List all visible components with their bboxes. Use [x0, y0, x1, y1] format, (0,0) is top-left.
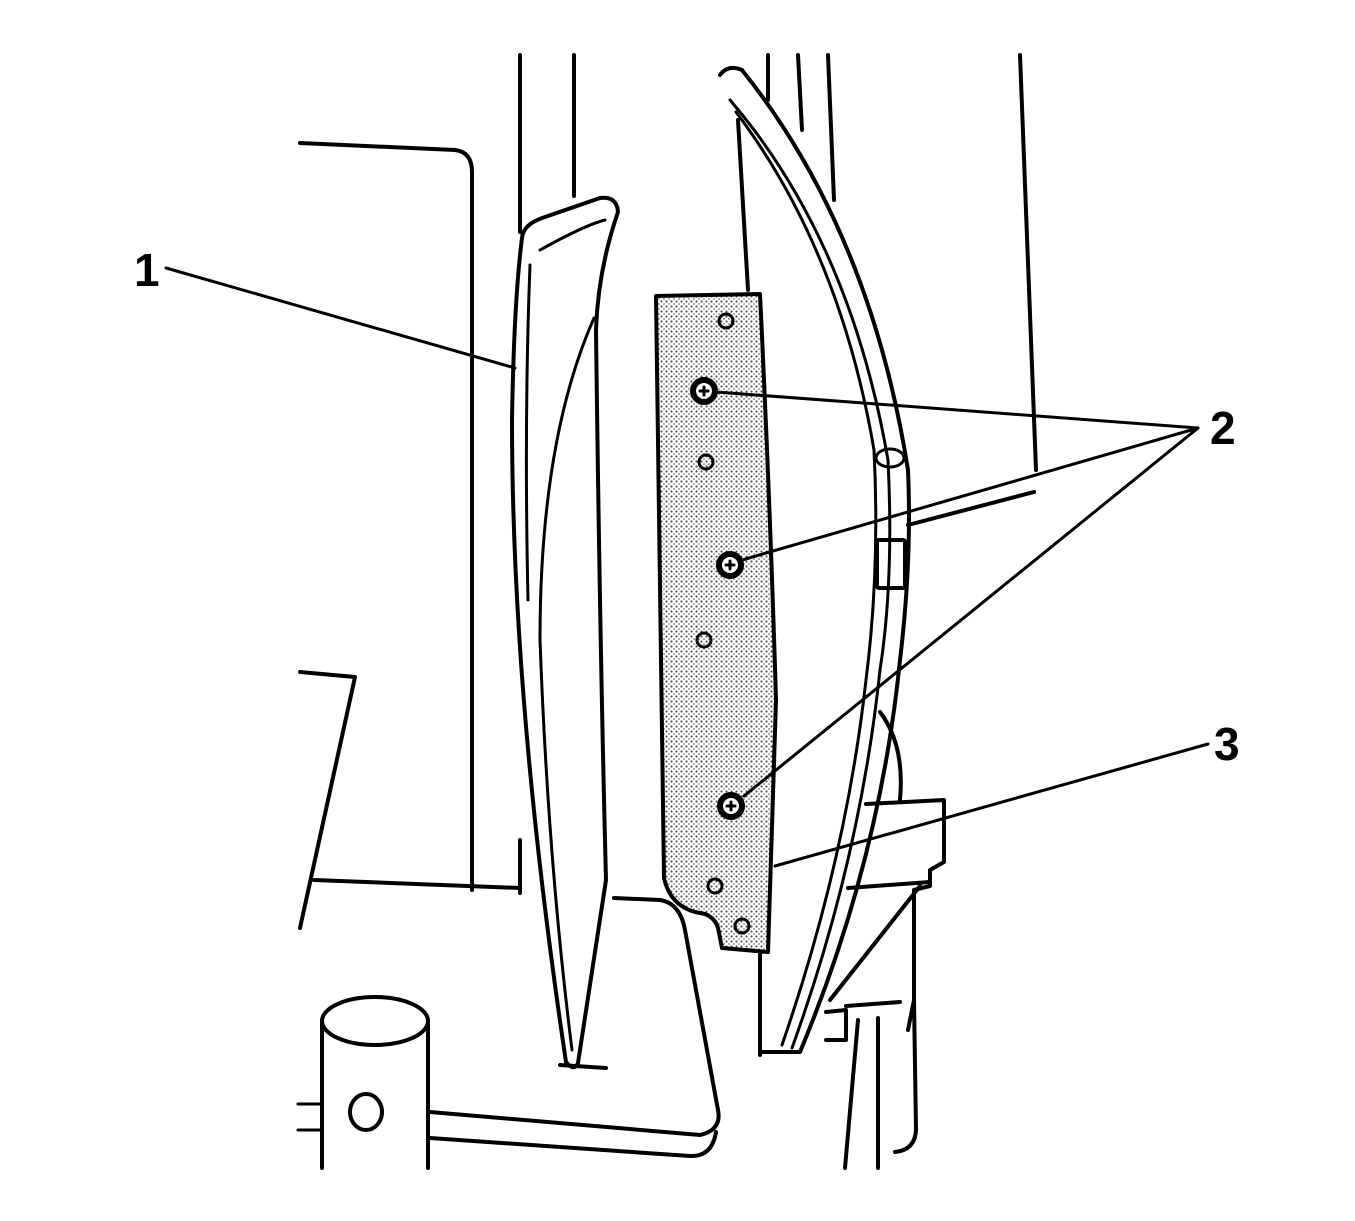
leader-line-2c	[742, 426, 1200, 798]
leader-line-2b	[740, 426, 1200, 562]
mounting-hole-icon	[697, 453, 715, 471]
callout-1: 1	[134, 244, 160, 296]
leader-line-2a	[714, 390, 1200, 430]
screw-icon	[716, 551, 744, 579]
leader-line-3	[773, 742, 1210, 868]
door-panel-upper	[298, 141, 522, 930]
screws-part-2	[690, 377, 745, 820]
lower-bracket	[428, 896, 721, 1159]
mounting-hole-icon	[706, 877, 724, 895]
mounting-hole-icon	[733, 917, 751, 935]
bracket-plate-part-3	[654, 292, 778, 954]
mounting-hole-icon	[695, 631, 713, 649]
door-frame-right	[718, 53, 1038, 1057]
lower-mechanism	[824, 710, 946, 1170]
leader-line-1	[164, 266, 517, 370]
screw-icon	[690, 377, 718, 405]
molding-part-1	[510, 195, 620, 1070]
callout-3: 3	[1214, 718, 1240, 770]
post	[296, 995, 430, 1170]
callout-2: 2	[1210, 402, 1236, 454]
leader-lines	[164, 266, 1210, 868]
screw-icon	[717, 792, 745, 820]
pillar-lines	[518, 53, 576, 895]
mounting-hole-icon	[717, 312, 735, 330]
